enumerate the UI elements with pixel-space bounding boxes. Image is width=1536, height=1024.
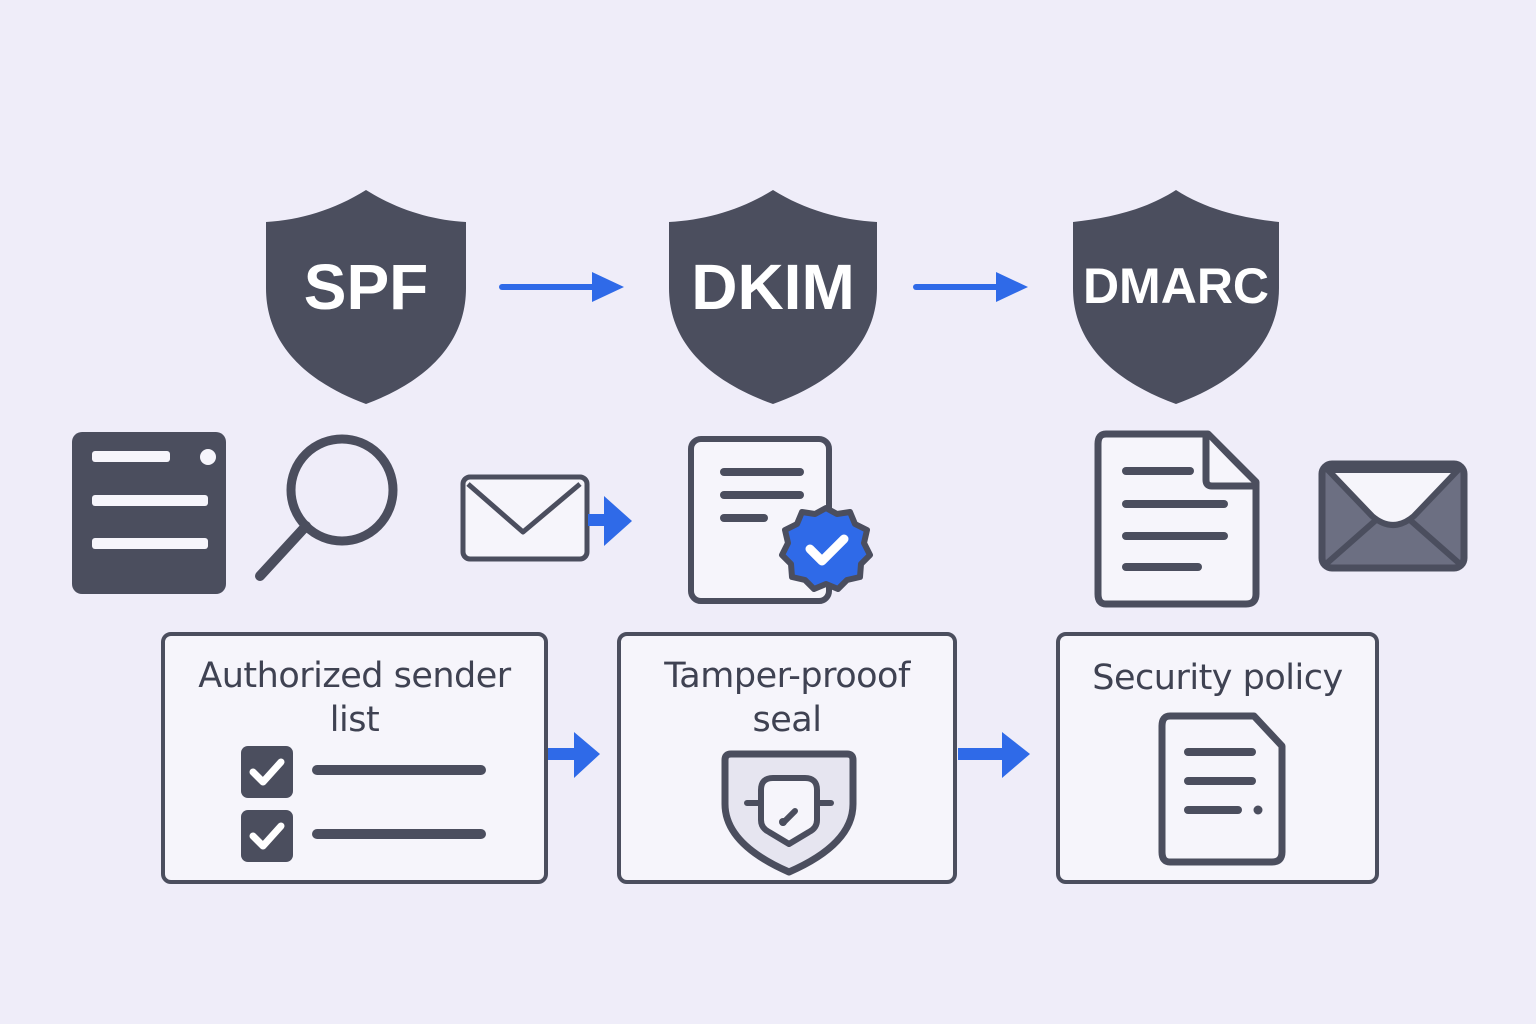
- shield-label-dmarc: DMARC: [1082, 258, 1270, 314]
- policy-document-icon: [1158, 712, 1288, 866]
- card-tamper-proof-seal: Tamper-prooof seal: [617, 632, 957, 884]
- shield-label-dkim: DKIM: [691, 251, 855, 323]
- shield-dkim: DKIM: [667, 188, 879, 406]
- checklist-icon: [239, 744, 489, 866]
- verified-badge-icon: [779, 505, 873, 592]
- document-icon: [1094, 430, 1260, 608]
- card-title: Tamper-prooof seal: [664, 656, 910, 740]
- envelope-icon: [460, 474, 590, 562]
- arrow-right-icon: [548, 730, 602, 780]
- arrow-spf-to-dkim: [499, 270, 628, 304]
- shield-icon: [266, 190, 466, 404]
- magnifier-icon: [250, 430, 410, 590]
- card-title: Security policy: [1092, 658, 1343, 698]
- server-icon: [70, 430, 228, 596]
- arrow-right-icon: [588, 494, 634, 548]
- shield-dmarc: DMARC: [1071, 188, 1281, 406]
- shield-icon: [669, 190, 877, 404]
- card-authorized-sender-list: Authorized sender list: [161, 632, 548, 884]
- signed-document-icon: [688, 436, 878, 608]
- envelope-filled-icon: [1318, 460, 1468, 572]
- shield-spf: SPF: [262, 188, 470, 406]
- arrow-right-icon: [499, 272, 624, 302]
- shield-icon: [1073, 190, 1279, 404]
- arrow-right-icon: [958, 730, 1034, 780]
- card-security-policy: Security policy: [1056, 632, 1379, 884]
- shield-label-spf: SPF: [303, 251, 429, 323]
- card-title: Authorized sender list: [198, 656, 511, 740]
- seal-shield-icon: [721, 748, 857, 876]
- arrow-right-icon: [913, 272, 1028, 302]
- arrow-dkim-to-dmarc: [913, 270, 1032, 304]
